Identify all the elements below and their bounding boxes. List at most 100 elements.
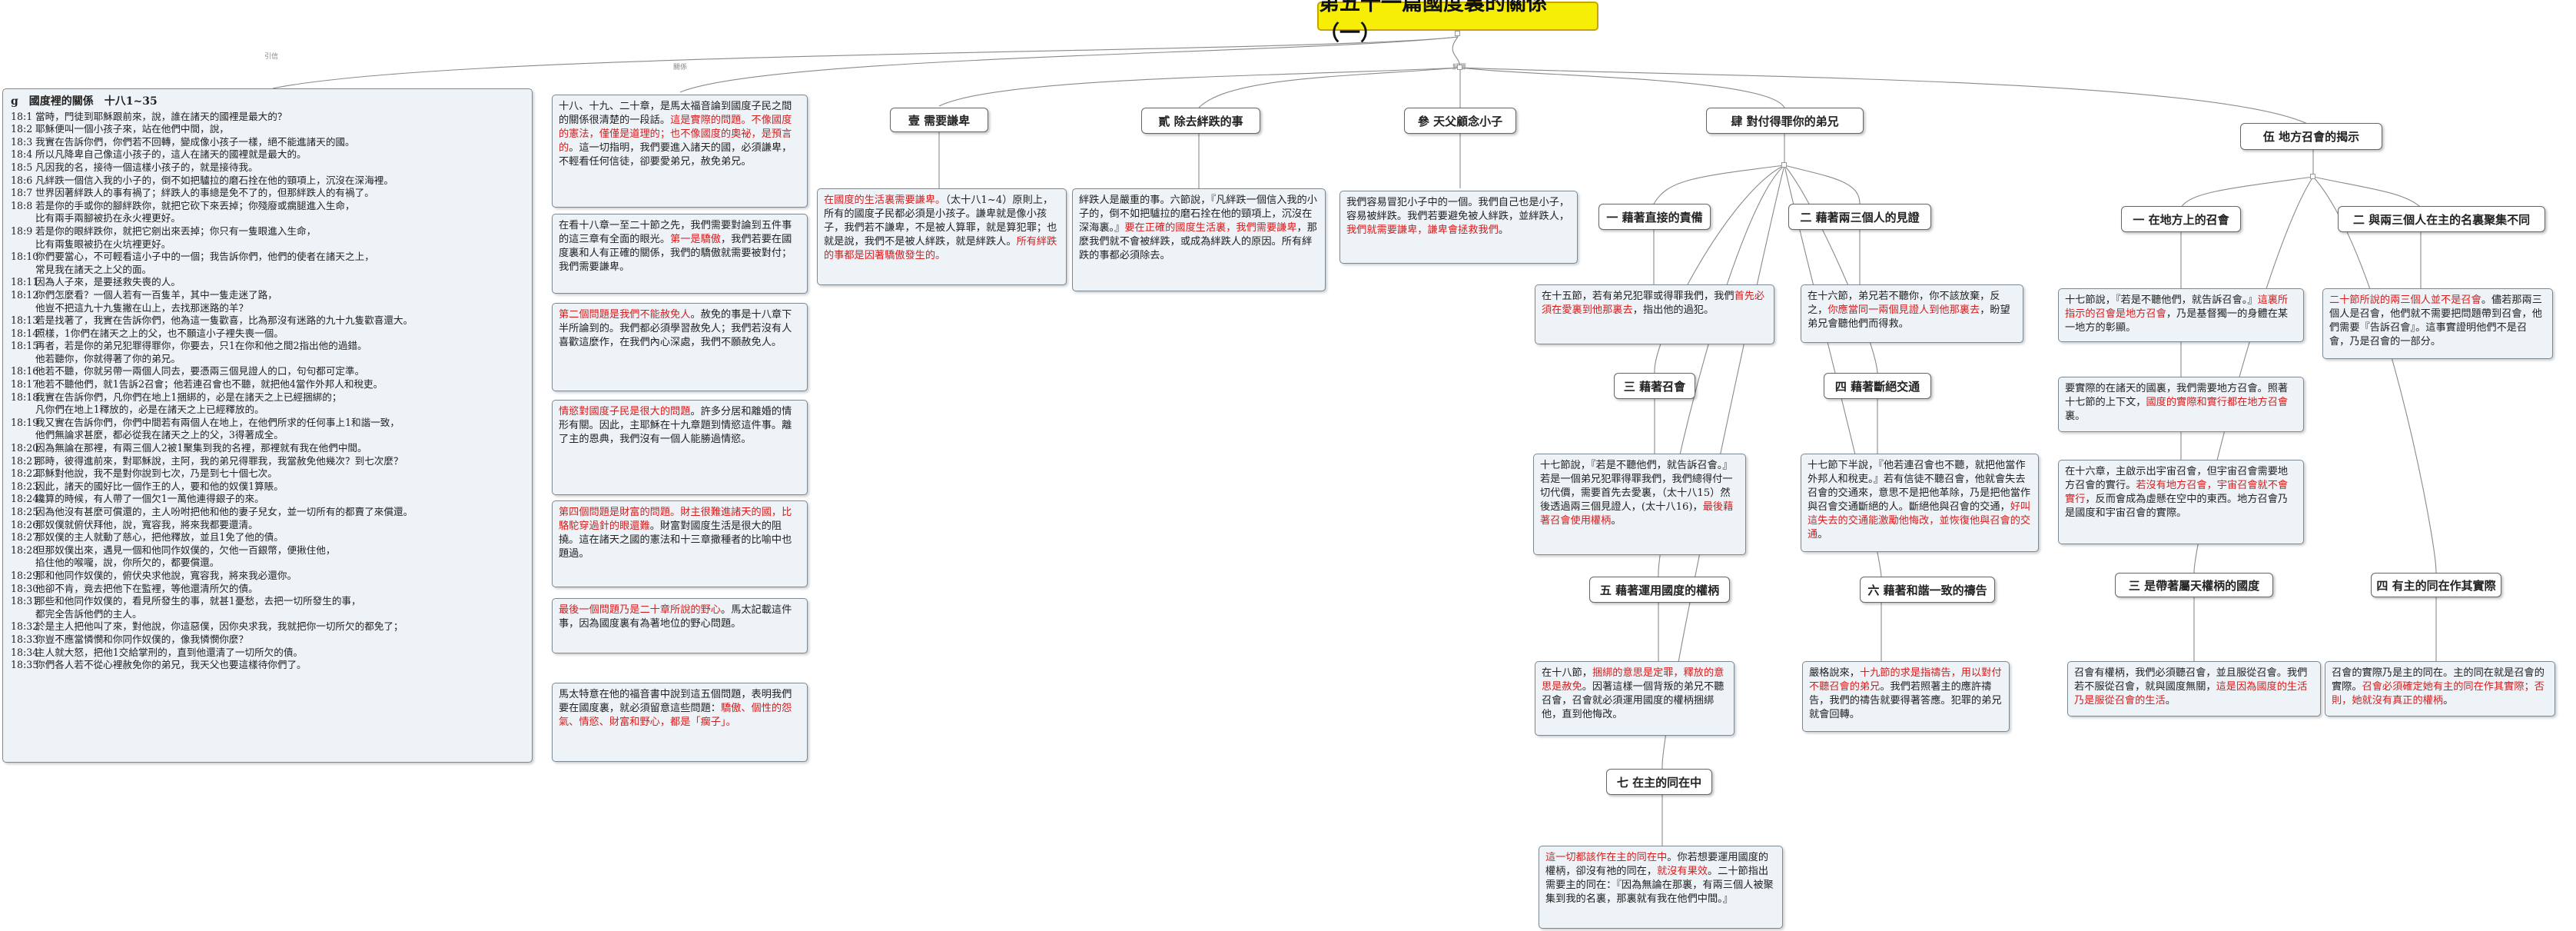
body-text: 要實際的在諸天的國裏，我們需要地方召會。照著十七節的上下文， — [2065, 383, 2289, 408]
body-text: 。赦免的事是十八章下半所論到的。我們都必須學習赦免人；我們若沒有人喜歡這麼作，在… — [559, 309, 792, 348]
verse-row: 18:33你豈不應當憐憫和你同作奴僕的，像我憐憫你麼？ — [11, 633, 524, 647]
body-text: ，我們若要在國度裏和人有正確的關係，我們的驕傲就需要被對付；我們需要謙卑。 — [559, 234, 792, 273]
body-text: 裏。 — [2065, 411, 2086, 422]
verse-row: 18:29那和他同作奴僕的，俯伏央求他說，寬容我，將來我必還你。 — [11, 570, 524, 583]
verse-ref: 18:8 — [11, 199, 33, 211]
highlight-text: 捆綁的意思是定罪，釋放的意思是赦免 — [1542, 667, 1725, 693]
verse-ref: 18:24 — [11, 493, 39, 505]
highlight-text: 要在正確的國度生活裏，我們需要謙卑 — [1124, 222, 1297, 234]
verse-ref: 18:31 — [11, 595, 39, 607]
verse-ref: 18:16 — [11, 365, 39, 377]
verse-row: 都完全告訴他們的主人。 — [11, 608, 524, 621]
verse-ref: 18:29 — [11, 569, 39, 581]
verse-text: 因此，諸天的國好比一個作王的人，要和他的奴僕1算賬。 — [35, 480, 284, 492]
verse-ref: 18:1 — [11, 110, 33, 122]
b5-sub4-header: 四 有主的同在作其實際 — [2371, 573, 2501, 597]
diagram-title: 第五十一篇國度裏的關係（一） — [1317, 0, 1598, 45]
verse-text: 比有兩隻眼被扔在火坑裡更好。 — [35, 238, 171, 250]
b5-sub1-box: 十七節說，『若是不聽他們，就告訴召會。』這裏所指示的召會是地方召會，乃是基督獨一… — [2058, 288, 2304, 342]
verse-row: 18:22耶穌對他說，我不是對你說到七次，乃是到七十個七次。 — [11, 467, 524, 480]
branch-fan-node — [1457, 65, 1462, 70]
verse-text: 因為無論在那裡，有兩三個人2被1聚集到我的名裡，那裡就有我在他們中間。 — [35, 442, 367, 454]
verse-row: 他若聽你，你就得著了你的弟兄。 — [11, 353, 524, 366]
verse-row: 18:18我實在告訴你們，凡你們在地上1捆綁的，必是在諸天之上已經捆綁的； — [11, 391, 524, 404]
verse-ref: 18:35 — [11, 659, 39, 671]
highlight-text: 驕傲、個性的怨氣、情慾、財富和野心，都是「瘸子」。 — [559, 703, 792, 728]
body-text: 。因著這樣一個背叛的弟兄不聽召會，召會就必須運用國度的權柄捆綁他，直到他悔改。 — [1542, 681, 1725, 720]
verse-ref: 18:30 — [11, 582, 39, 594]
verse-row: 18:13若是找著了，我實在告訴你們，他為這一隻歡喜，比為那沒有迷路的九十九隻歡… — [11, 314, 524, 328]
highlight-text: 最後一個問題乃是二十章所說的野心 — [559, 604, 721, 616]
highlight-text: 情慾對國度子民是很大的問題 — [559, 406, 691, 417]
branch-1-box: 在國度的生活裏需要謙卑。（太十八1~4）原則上，所有的國度子民都必須是小孩子。謙… — [817, 188, 1067, 285]
verse-text: 他若聽你，你就得著了你的弟兄。 — [35, 352, 181, 364]
body-text: 十七節下半說，『他若連召會也不聽，就把他當作外邦人和稅吏。』若有信徒不聽召會，他… — [1808, 460, 2031, 513]
verse-ref: 18:22 — [11, 467, 39, 480]
verse-text: 他豈不把這九十九隻撇在山上，去找那迷路的羊？ — [35, 301, 249, 314]
verse-row: 18:24纔算的時候，有人帶了一個欠1一萬他連得銀子的來。 — [11, 493, 524, 506]
verse-row: 18:27那奴僕的主人就動了慈心，把他釋放，並且1免了他的債。 — [11, 531, 524, 544]
verse-row: 凡你們在地上1釋放的，必是在諸天之上已經釋放的。 — [11, 404, 524, 417]
verse-ref: 18:7 — [11, 187, 33, 199]
b5-sub4-box: 召會的實際乃是主的同在。主的同在就是召會的實際。召會必須確定她有主的同在作其實際… — [2325, 661, 2555, 717]
verse-text: 因為人子來，是要拯救失喪的人。 — [35, 276, 181, 288]
b4-sub1-box: 在十五節，若有弟兄犯罪或得罪我們，我們首先必須在愛裏到他那裏去，指出他的過犯。 — [1535, 284, 1774, 344]
body-text: 。這一切指明，我們要進入諸天的國，必須謙卑，不輕看任何信徒，卻要愛弟兄，赦免弟兄… — [559, 142, 792, 168]
verse-row: 18:16他若不聽，你就另帶一兩個人同去，要憑兩三個見證人的口，句句都可定準。 — [11, 365, 524, 378]
connector-label-mid: 關係 — [673, 64, 688, 71]
verse-ref: 18:33 — [11, 633, 39, 645]
intro-box-4: 情慾對國度子民是很大的問題。許多分居和離婚的情形有關。因此，主耶穌在十九章題到情… — [552, 400, 808, 495]
body-text: 十八、十九、二十章，是馬太福音論到國度子民之間的關係很清楚的一段話。 — [559, 101, 792, 126]
body-text: 絆跌人是嚴重的事。六節說，『凡絆跌一個信入我的小子的，倒不如把驢拉的磨石拴在他的… — [1079, 195, 1317, 234]
verse-ref: 18:27 — [11, 531, 39, 544]
b5-sub2-box: 二十節所說的兩三個人並不是召會。儘若那兩三個人是召會，他們就不需要把問題帶到召會… — [2322, 288, 2553, 359]
verse-text: 都完全告訴他們的主人。 — [35, 607, 142, 620]
highlight-text: 所有絆跌的事都是因著驕傲發生的。 — [824, 236, 1057, 261]
verse-row: 18:23因此，諸天的國好比一個作王的人，要和他的奴僕1算賬。 — [11, 480, 524, 494]
verse-text: 你們各人若不從心裡赦免你的弟兄，我天父也要這樣待你們了。 — [35, 659, 307, 671]
verse-text: 比有兩手兩腳被扔在永火裡更好。 — [35, 212, 181, 224]
branch-2-header: 貳 除去絆跌的事 — [1141, 108, 1260, 134]
verse-row: 他豈不把這九十九隻撇在山上，去找那迷路的羊？ — [11, 302, 524, 315]
verse-text: 那奴僕就俯伏拜他，說，寬容我，將來我都要還清。 — [35, 518, 258, 530]
verse-text: 但那奴僕出來，遇見一個和他同作奴僕的，欠他一百銀幣，便揪住他， — [35, 544, 336, 556]
branch-2-box: 絆跌人是嚴重的事。六節說，『凡絆跌一個信入我的小子的，倒不如把驢拉的磨石拴在他的… — [1072, 188, 1326, 291]
branch-4-header: 肆 對付得罪你的弟兄 — [1706, 108, 1864, 134]
highlight-text: 我們就需要謙卑，謙卑會拯救我們 — [1346, 224, 1499, 236]
verse-text: 凡你們在地上1釋放的，必是在諸天之上已經釋放的。 — [35, 404, 264, 416]
highlight-text: 第二個問題是我們不能赦免人 — [559, 309, 691, 321]
body-text: 。 — [1498, 224, 1509, 236]
branch-1-header: 壹 需要謙卑 — [890, 108, 988, 132]
verse-text: 他卻不肯，竟去把他下在監裡，等他還清所欠的債。 — [35, 582, 258, 594]
b4-sub6-header: 六 藉著和諧一致的禱告 — [1860, 577, 1995, 603]
body-text: 我們容易冒犯小子中的一個。我們自己也是小子，容易被絆跌。我們若要避免被人絆跌，並… — [1346, 197, 1570, 222]
verse-row: 18:31那些和他同作奴僕的，看見所發生的事，就甚1憂愁，去把一切所發生的事， — [11, 595, 524, 608]
highlight-text: 這是因為國度的生活乃是服從召會的生活 — [2074, 681, 2308, 707]
highlight-text: 就沒有果效 — [1657, 866, 1708, 877]
b4-fan-node — [1781, 162, 1787, 168]
verse-ref: 18:4 — [11, 148, 33, 161]
verse-text: 我實在告訴你們，凡你們在地上1捆綁的，必是在諸天之上已經捆綁的； — [35, 391, 342, 403]
verse-row: 18:28但那奴僕出來，遇見一個和他同作奴僕的，欠他一百銀幣，便揪住他， — [11, 544, 524, 557]
verse-row: 18:35你們各人若不從心裡赦免你的弟兄，我天父也要這樣待你們了。 — [11, 659, 524, 672]
intro-box-2: 在看十八章一至二十節之先，我們需要對論到五件事的這三章有全面的眼光。第一是驕傲，… — [552, 214, 808, 294]
verse-text: 你們要當心，不可輕看這小子中的一個；我告訴你們，他們的使者在諸天之上， — [35, 251, 374, 263]
b5-sub3-header: 三 是帶著屬天權柄的國度 — [2115, 573, 2273, 597]
verse-ref: 18:34 — [11, 646, 39, 658]
b4-sub5-header: 五 藉著運用國度的權柄 — [1589, 577, 1730, 603]
highlight-text: 第四個問題是財富的問題。財主很難進諸天的國，比駱駝穿過針的眼還難 — [559, 507, 792, 532]
b4-sub1-header: 一 藉著直接的責備 — [1598, 204, 1711, 230]
verse-ref: 18:9 — [11, 224, 33, 237]
highlight-text: 召會必須確定她有主的同在作其實際；否則，她就沒有真正的權柄 — [2332, 681, 2544, 707]
verse-row: 18:10你們要當心，不可輕看這小子中的一個；我告訴你們，他們的使者在諸天之上， — [11, 251, 524, 264]
body-text: 。我們若照著主的應許禱告，我們的禱告就要得著答應。犯罪的弟兄就會回轉。 — [1809, 681, 2002, 720]
verse-ref: 18:14 — [11, 327, 39, 339]
body-text: 召會的實際乃是主的同在。主的同在就是召會的實際。 — [2332, 667, 2544, 693]
body-text: （太十八1~4）原則上，所有的國度子民都必須是小孩子。謙卑就是像小孩子，我們若不… — [824, 195, 1057, 248]
